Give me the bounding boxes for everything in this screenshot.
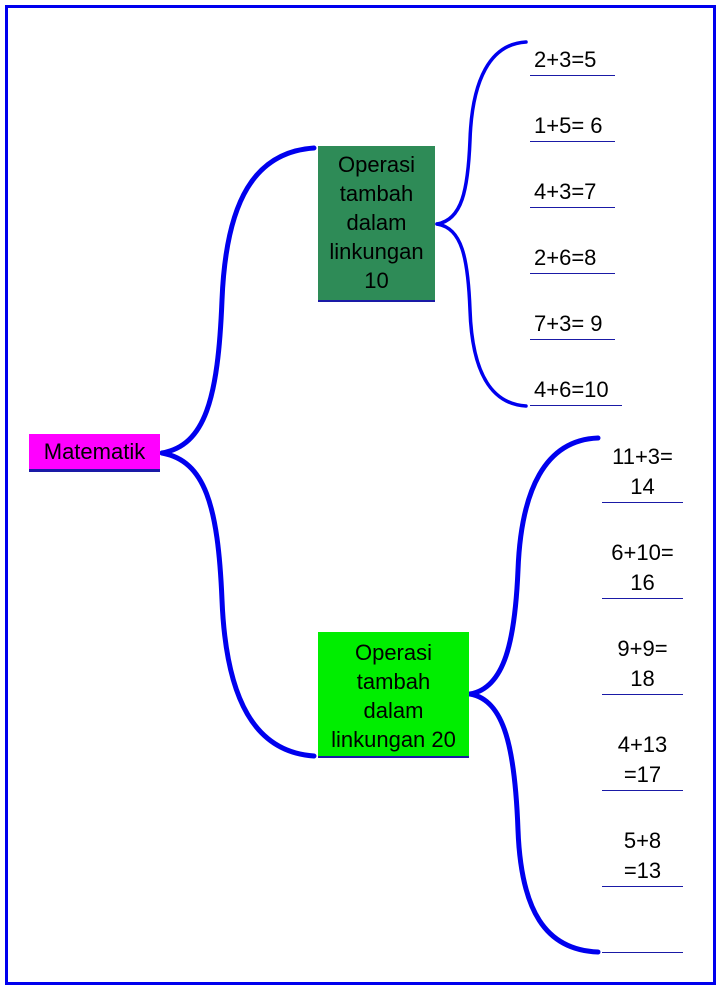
- branch-line: Operasi: [354, 640, 433, 665]
- connector-branch2-top: [467, 435, 601, 697]
- leaf-line: 6+10=: [611, 540, 674, 565]
- leaf-line: 4+13: [617, 732, 668, 757]
- connector-root-branch2: [159, 450, 317, 759]
- branch-line: linkungan 20: [331, 727, 456, 752]
- leaf-equation: 2+6=8: [530, 243, 615, 274]
- leaf-equation-empty: [602, 893, 683, 953]
- connector-branch1-top: [435, 40, 528, 226]
- branch-line: dalam: [346, 210, 407, 235]
- branch-line: tambah: [339, 181, 414, 206]
- leaf-equation: 5+8 =13: [602, 826, 683, 887]
- branch-line: linkungan: [329, 239, 424, 264]
- leaf-line: 11+3=: [612, 444, 673, 469]
- leaf-equation: 4+13 =17: [602, 730, 683, 791]
- leaf-equation: 9+9= 18: [602, 634, 683, 695]
- connector-branch2-bottom: [467, 691, 601, 955]
- diagram-frame: [5, 5, 716, 985]
- branch-line: 10: [364, 268, 389, 293]
- branch-line: tambah: [356, 669, 431, 694]
- leaf-equation: 7+3= 9: [530, 309, 615, 340]
- branch-line: Operasi: [337, 152, 416, 177]
- leaf-line: 16: [630, 570, 655, 595]
- leaf-equation: 11+3= 14: [602, 442, 683, 503]
- root-node: Matematik: [29, 434, 160, 472]
- leaf-equation: 1+5= 6: [530, 111, 615, 142]
- leaf-line: 18: [630, 666, 655, 691]
- branch-line: dalam: [363, 698, 424, 723]
- leaf-line: =13: [623, 858, 662, 883]
- leaf-line: 5+8: [623, 828, 662, 853]
- branch-node-sum-to-20: Operasi tambah dalam linkungan 20: [318, 632, 469, 758]
- leaf-equation: 4+6=10: [530, 375, 622, 406]
- leaf-line: 9+9=: [617, 636, 668, 661]
- leaf-line: 14: [630, 474, 655, 499]
- leaf-equation: 2+3=5: [530, 45, 615, 76]
- connector-root-branch1: [159, 145, 317, 456]
- leaf-equation: 6+10= 16: [602, 538, 683, 599]
- leaf-line: =17: [623, 762, 662, 787]
- branch-node-sum-to-10: Operasi tambah dalam linkungan 10: [318, 146, 435, 302]
- leaf-equation: 4+3=7: [530, 177, 615, 208]
- connector-branch1-bottom: [435, 222, 528, 408]
